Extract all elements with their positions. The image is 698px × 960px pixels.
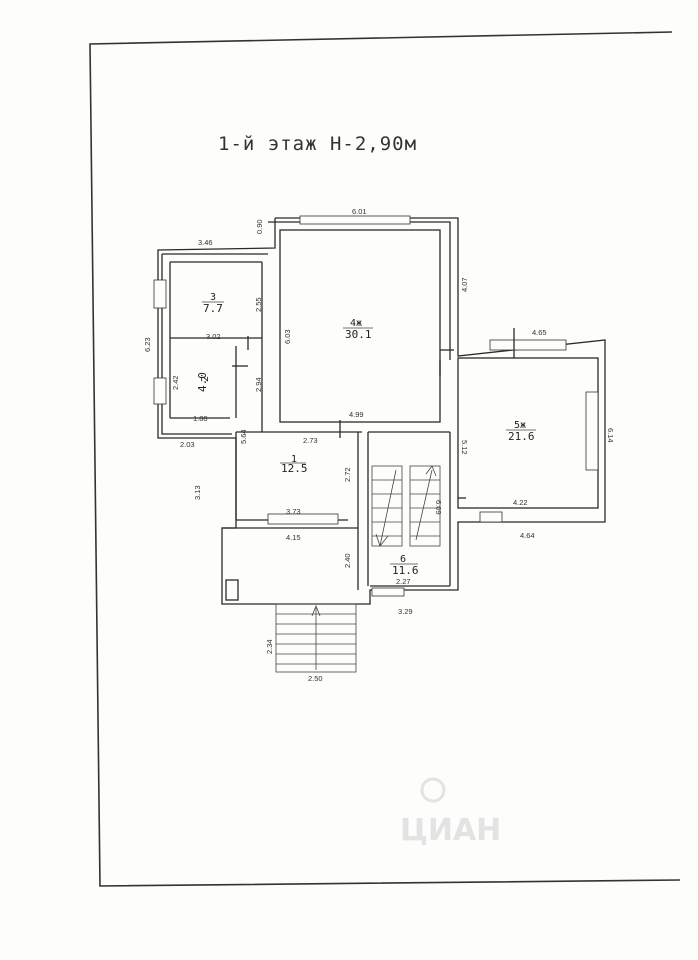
dim-4-64: 4.64 (520, 531, 535, 540)
dim-2-27: 2.27 (396, 577, 411, 586)
dim-6-03: 6.03 (283, 329, 292, 344)
dim-4-22: 4.22 (513, 498, 528, 507)
dim-6-14: 6.14 (606, 428, 615, 443)
dim-3-13: 3.13 (193, 485, 202, 500)
floor-title: 1-й этаж Н-2,90м (218, 133, 417, 155)
room-3-area: 7.7 (203, 302, 223, 315)
room-1-number: 1 (291, 454, 297, 465)
dim-2-94: 2.94 (254, 377, 263, 392)
dim-2-50: 2.50 (308, 674, 323, 683)
room-labels: 1 12.5 2 4.0 3 7.7 4ж 30.1 5ж 21.6 6 11.… (196, 292, 536, 577)
dimension-labels: 6.01 0.90 3.46 4.07 2.55 6.03 6.23 3.02 … (143, 207, 615, 683)
room-3-number: 3 (210, 292, 216, 303)
dim-6-01: 6.01 (352, 207, 367, 216)
dim-0-90: 0.90 (255, 219, 264, 234)
dim-5-12: 5.12 (460, 440, 469, 455)
room-2-number: 2 (200, 376, 211, 382)
watermark-text: ЦИАН (400, 813, 501, 848)
dim-2-03: 2.03 (180, 440, 195, 449)
windows (153, 215, 599, 597)
dim-6-09: 6.09 (434, 500, 443, 515)
dim-3-73: 3.73 (286, 507, 301, 516)
dim-2-55: 2.55 (254, 297, 263, 312)
sheet-frame (89, 31, 681, 887)
interior-walls (169, 229, 599, 601)
dim-4-15: 4.15 (286, 533, 301, 542)
dim-3-46: 3.46 (198, 238, 213, 247)
dim-2-72: 2.72 (343, 467, 352, 482)
dim-1-88: 1.88 (193, 414, 208, 423)
room-2-area: 4.0 (196, 372, 209, 392)
dim-5-64: 5.64 (239, 429, 248, 444)
room-1-area: 12.5 (281, 462, 308, 475)
room-6-number: 6 (400, 554, 406, 565)
room-6-area: 11.6 (392, 564, 419, 577)
dim-4-07: 4.07 (460, 277, 469, 292)
dim-2-40: 2.40 (343, 553, 352, 568)
dim-6-23: 6.23 (143, 337, 152, 352)
interior-stairs (371, 465, 441, 547)
room-4-number: 4ж (350, 318, 362, 329)
watermark: ЦИАН (400, 777, 501, 848)
room-5-area: 21.6 (508, 430, 535, 443)
dim-2-42: 2.42 (171, 375, 180, 390)
room-4-area: 30.1 (345, 328, 372, 341)
room-5-number: 5ж (514, 420, 526, 431)
dim-3-29: 3.29 (398, 607, 413, 616)
dim-3-02: 3.02 (206, 332, 221, 341)
dim-2-73: 2.73 (303, 436, 318, 445)
entrance-stairs (275, 603, 357, 673)
dim-4-65: 4.65 (532, 328, 547, 337)
dim-2-34: 2.34 (265, 639, 274, 654)
dim-4-99: 4.99 (349, 410, 364, 419)
